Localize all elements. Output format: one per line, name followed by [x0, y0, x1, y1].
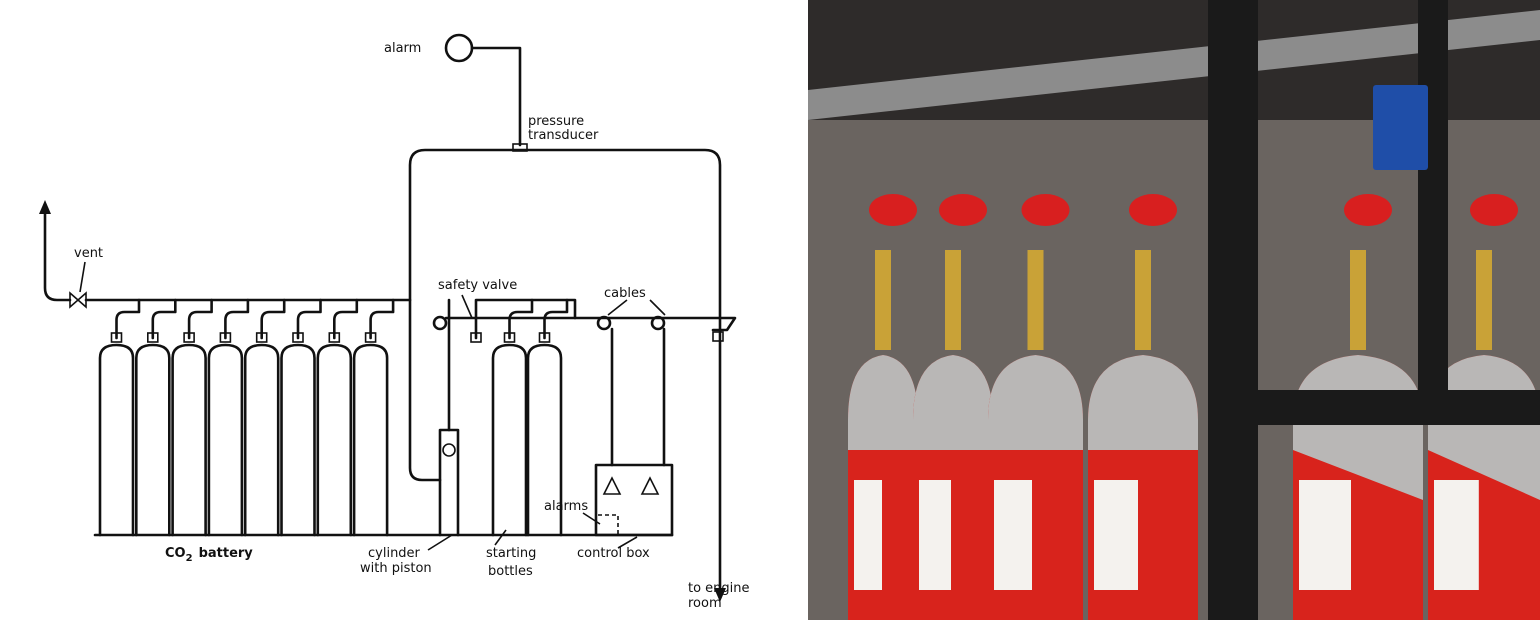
co2-cylinder [207, 343, 244, 537]
label-room: room [688, 596, 722, 611]
label-control-box: control box [577, 546, 650, 561]
co2-system-diagram: alarm pressure transducer to engine room… [39, 33, 750, 611]
co2-cylinder [171, 343, 207, 537]
label-alarm: alarm [384, 41, 421, 56]
label-starting: starting [486, 546, 536, 561]
label-pressure: pressure [528, 114, 584, 129]
alarm-icon [444, 33, 474, 63]
co2-cylinder [352, 343, 389, 537]
label-safety-valve: safety valve [438, 278, 517, 293]
photo-cylinder [913, 194, 993, 620]
co2-cylinder [98, 343, 135, 537]
label-alarms: alarms [544, 499, 588, 514]
arrow-down-icon [714, 588, 726, 602]
co2-cylinder [316, 343, 353, 537]
co2-battery [98, 298, 395, 537]
photo-cylinder [1088, 194, 1198, 620]
arrow-up-icon [39, 200, 51, 214]
label-transducer: transducer [528, 128, 599, 143]
starting-bottle [526, 343, 563, 537]
label-vent: vent [74, 246, 103, 261]
co2-cylinder [280, 343, 316, 537]
photo-cylinder [988, 194, 1083, 620]
starting-bottle [491, 343, 528, 537]
vent-valve-icon [69, 291, 87, 309]
control-box [594, 463, 674, 537]
label-cylinder: cylinder [368, 546, 421, 561]
photo-cylinder [848, 194, 918, 620]
starting-bottles [491, 298, 569, 537]
label-cables: cables [604, 286, 646, 301]
label-bottles: bottles [488, 564, 533, 579]
label-with-piston: with piston [360, 561, 432, 576]
label-to-engine: to engine [688, 581, 750, 596]
co2-cylinder-photo [808, 0, 1540, 620]
co2-cylinder [243, 343, 280, 537]
co2-cylinder [135, 343, 171, 537]
